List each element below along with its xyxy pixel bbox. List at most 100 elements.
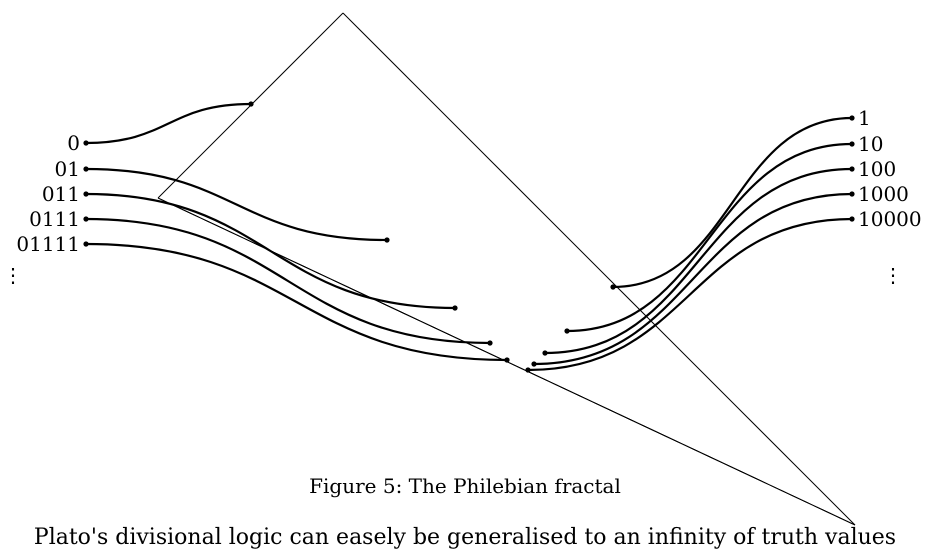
tree-splitrllrrl-a xyxy=(574,393,578,396)
tree-splitrlrrrl-a xyxy=(661,433,665,436)
tree-splitrrrlrr-a xyxy=(803,500,807,503)
left-curve-1 xyxy=(85,167,388,242)
tree-splitrrllrr-b xyxy=(718,460,722,463)
left-label-0: 0 xyxy=(67,131,80,155)
right-label-2: 100 xyxy=(858,157,896,181)
tree-splitrrrlll-a xyxy=(770,485,774,488)
tree-splitllllll-a xyxy=(160,198,164,201)
tree-splitrlllrr-a xyxy=(541,377,545,380)
tree-splitllllrr-b xyxy=(195,215,200,218)
tree-splitllrrrl-b xyxy=(315,271,319,274)
tree-splitrrrrll-a xyxy=(813,505,818,508)
tree-splitrrrlrr-b xyxy=(805,501,809,504)
tree-splitrlrlll-a xyxy=(596,403,600,406)
tree-splitrrrllr-a xyxy=(781,490,785,493)
right-target-1 xyxy=(564,328,570,334)
tree-splitllrrlr-a xyxy=(302,265,306,268)
left-node-2 xyxy=(83,191,89,197)
right-target-0 xyxy=(610,284,616,290)
tree-splitrlrlll-b xyxy=(598,404,602,407)
tree-splitrrlrll-a xyxy=(726,464,730,467)
tree-splitrllrlr-b xyxy=(566,389,570,392)
right-target-3 xyxy=(531,361,537,367)
tree-splitlllrrr-b xyxy=(239,235,243,238)
right-curve-1 xyxy=(566,142,853,333)
left-target-1 xyxy=(384,237,390,243)
tree-splitlrllrl-b xyxy=(359,292,363,295)
tree-splitrlllll-b xyxy=(511,363,515,366)
right-label-0: 1 xyxy=(858,106,871,130)
tree-splitlrrlrr-a xyxy=(454,336,458,339)
tree-splitlrrrlr-b xyxy=(479,348,483,351)
tree-splitrrlrlr-a xyxy=(737,469,741,472)
left-node-4 xyxy=(83,241,89,247)
tree-splitrlrlrr-a xyxy=(628,418,632,421)
tree-splitlrrlrl-b xyxy=(446,333,450,336)
tree-splitllrrll-b xyxy=(293,261,298,264)
tree-splitrrrrrl-b xyxy=(838,516,842,519)
tree-splitlrllll-a xyxy=(334,280,338,283)
right-curve-2 xyxy=(544,167,853,355)
tree-splitrlllrl-a xyxy=(530,372,534,375)
tree-splitllrrlr-b xyxy=(304,266,308,269)
tree-splitrllrlr-a xyxy=(563,387,567,390)
tree-splitlllrrr-a xyxy=(236,234,240,237)
tree-splitlrlllr-a xyxy=(345,285,349,288)
left-curve-4 xyxy=(85,242,508,362)
tree-splitrrrlll-b xyxy=(773,486,777,489)
tree-splitrllllr-b xyxy=(522,368,526,371)
right-curve-3 xyxy=(533,192,853,366)
tree-splitrlrlrr-b xyxy=(631,419,635,422)
tree-splitlrrlrr-b xyxy=(457,338,461,341)
tree-splitlrlrrl-b xyxy=(402,312,406,315)
right-ellipsis: ⋮ xyxy=(883,263,903,287)
tree-splitrllrll-b xyxy=(555,384,559,387)
left-label-4: 01111 xyxy=(16,232,80,256)
left-label-3: 0111 xyxy=(29,207,80,231)
tree-splitrllrrr-a xyxy=(585,398,589,401)
tree-splitrlrrlr-a xyxy=(650,428,654,431)
tree-splitrlrrlr-b xyxy=(653,430,657,433)
left-target-2 xyxy=(452,305,458,311)
tree-splitrlrllr-b xyxy=(609,409,613,412)
tree-splitlrllrl-a xyxy=(356,290,360,293)
tree-splitlrrrrl-b xyxy=(489,353,494,356)
tree-splitrrlllr-a xyxy=(694,449,698,452)
left-curve-2 xyxy=(85,192,456,310)
tree-splitlrllll-b xyxy=(337,281,341,284)
left-label-1: 01 xyxy=(55,157,80,181)
connector-curves xyxy=(85,102,853,372)
tree-splitlrlrrl-a xyxy=(400,311,404,314)
tree-splitllrrrl-a xyxy=(313,270,317,273)
tree-splitllllrl-b xyxy=(185,210,189,213)
tree-splitrrrrrr-b xyxy=(849,522,853,525)
tree-splitrrlllr-b xyxy=(696,450,700,453)
tree-splitlrlrrr-a xyxy=(411,316,415,319)
tree-splitrrlrrl-b xyxy=(751,476,755,479)
tree-splitrlrlrl-b xyxy=(620,414,624,417)
tree-splitrlrllr-a xyxy=(607,408,611,411)
left-ellipsis: ⋮ xyxy=(3,263,23,287)
right-target-4 xyxy=(525,367,531,373)
tree-splitlllrll-a xyxy=(204,219,208,222)
tree-splitlrrllr-b xyxy=(435,327,439,330)
tree-splitllrlrr-a xyxy=(280,255,284,258)
tree-splitrlrrrr-b xyxy=(675,440,679,443)
left-target-0 xyxy=(248,101,254,107)
tree-splitlrrlll-b xyxy=(424,322,428,325)
tree-splitrrlrrr-a xyxy=(759,479,763,482)
tree-splitrrrrll-b xyxy=(816,506,820,509)
tree-splitrrrlrl-b xyxy=(794,496,798,499)
body-text-line: Plato's divisional logic can easely be g… xyxy=(33,525,897,550)
left-curve-3 xyxy=(85,217,491,345)
tree-splitllllll-b xyxy=(163,200,167,203)
left-node-1 xyxy=(83,166,89,172)
tree-splitllllrr-a xyxy=(193,214,197,217)
tree-splitlrlrll-a xyxy=(378,301,382,304)
tree-splitlrrllr-a xyxy=(432,326,436,329)
tree-splitrrllrl-b xyxy=(707,455,711,458)
tree-splitlllrll-b xyxy=(206,220,210,223)
tree-splitlrrlrl-a xyxy=(443,331,447,334)
tree-splitllrlrr-b xyxy=(283,256,287,259)
